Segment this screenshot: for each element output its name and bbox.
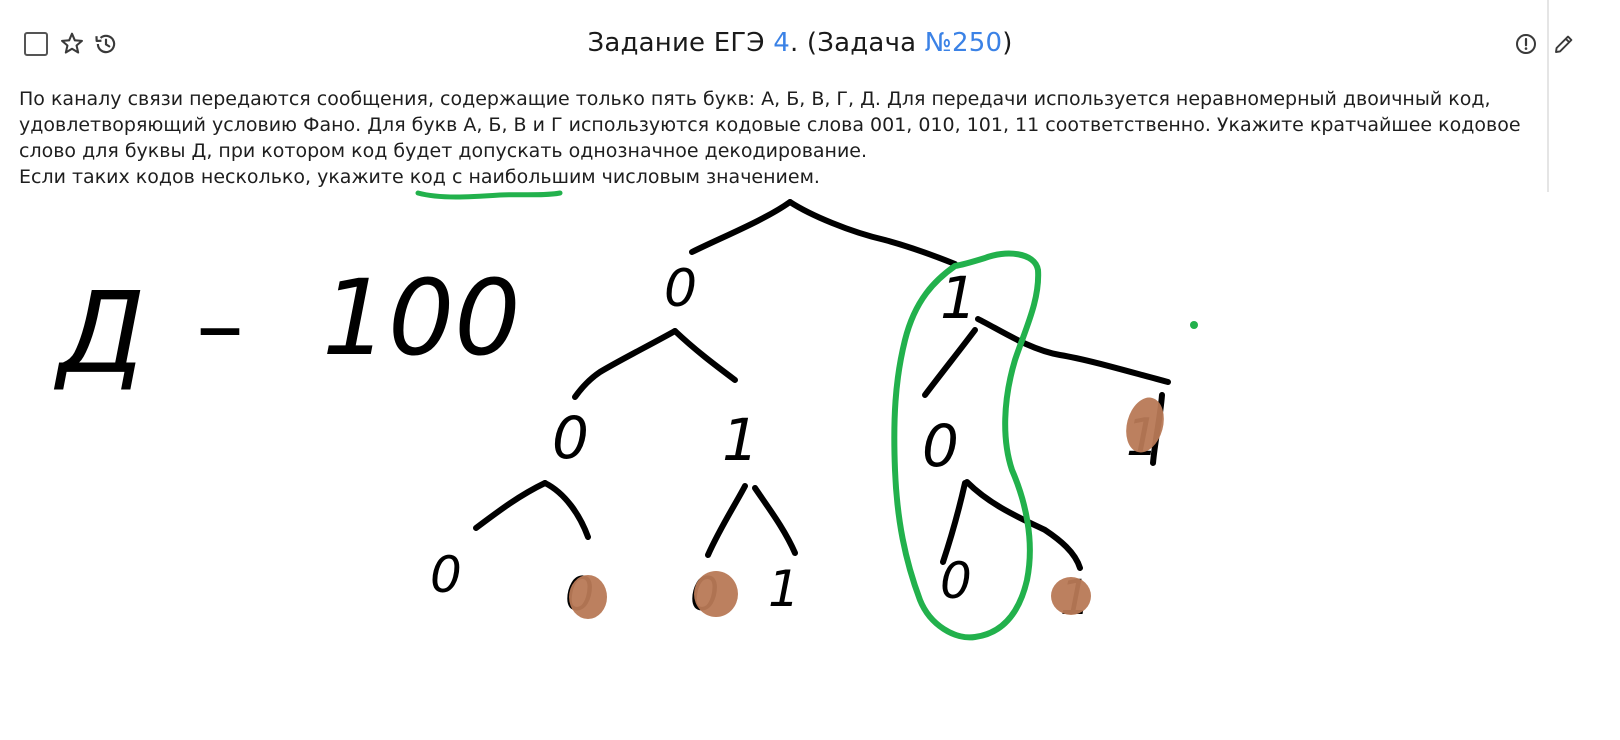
page-title: Задание ЕГЭ 4. (Задача №250): [0, 28, 1600, 58]
title-prefix: Задание ЕГЭ: [587, 28, 774, 58]
tree-branches: [473, 199, 1171, 571]
tree-digit: 1: [722, 406, 759, 474]
task-paragraph-1: По каналу связи передаются сообщения, со…: [19, 88, 1521, 162]
history-icon[interactable]: [92, 30, 120, 58]
star-icon[interactable]: [58, 30, 86, 58]
task-header: Задание ЕГЭ 4. (Задача №250): [0, 0, 1600, 86]
content-border: [1547, 0, 1549, 192]
answer-letter: Д: [53, 269, 146, 399]
underline-highlight: [415, 190, 563, 200]
green-dot: [1190, 321, 1198, 329]
task-checkbox[interactable]: [24, 32, 48, 56]
pencil-icon[interactable]: [1550, 30, 1578, 58]
tree-digit: 0: [922, 412, 959, 480]
title-suffix: ): [1002, 28, 1013, 58]
tree-digit: 1: [768, 560, 800, 618]
tree-digit: 1: [1060, 570, 1091, 626]
answer-code: 100: [322, 257, 521, 379]
tree-digit: 0: [565, 567, 594, 621]
tree-digit: 1: [940, 264, 977, 332]
tree-digit: 1: [1126, 408, 1159, 468]
tree-digit: 0: [552, 404, 589, 472]
alert-icon[interactable]: [1512, 30, 1540, 58]
answer-dash: –: [196, 269, 244, 381]
blocked-marks: [569, 397, 1164, 619]
problem-number-link[interactable]: №250: [924, 28, 1003, 58]
task-paragraph-2: Если таких кодов несколько, укажите код …: [19, 166, 820, 188]
tree-digit: 0: [690, 567, 719, 621]
left-toolbar: [24, 30, 120, 58]
task-number-link[interactable]: 4: [773, 28, 790, 58]
tree-digit: 0: [430, 546, 462, 604]
title-middle: . (Задача: [789, 28, 925, 58]
green-loop: [891, 250, 1042, 641]
task-statement: По каналу связи передаются сообщения, со…: [19, 86, 1549, 190]
tree-digit: 0: [664, 259, 697, 319]
right-toolbar: [1512, 30, 1578, 58]
tree-digit: 0: [940, 552, 972, 610]
